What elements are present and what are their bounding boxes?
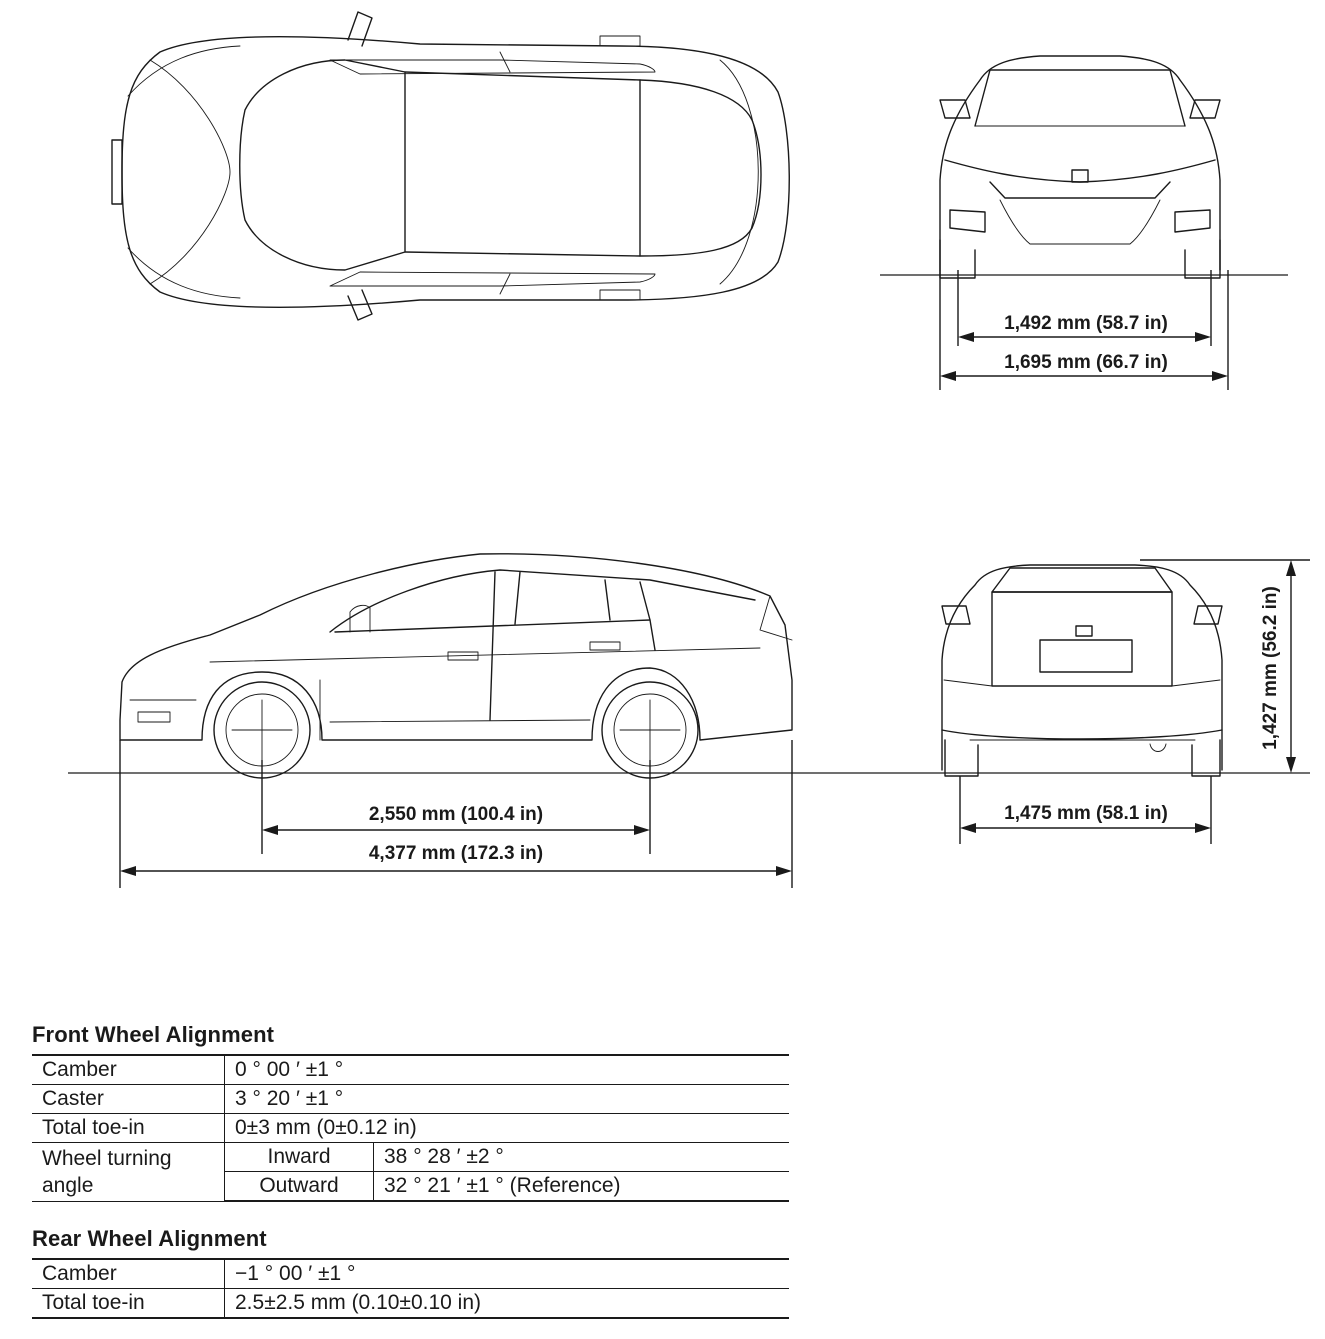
front-camber-value: 0 ° 00 ′ ±1 ° xyxy=(224,1054,789,1085)
table-row: Caster 3 ° 20 ′ ±1 ° xyxy=(32,1084,789,1114)
front-caster-value: 3 ° 20 ′ ±1 ° xyxy=(224,1084,789,1114)
wheelbase-label: 2,550 mm (100.4 in) xyxy=(369,804,543,825)
front-view-car xyxy=(939,55,1221,279)
table-row: Total toe-in 2.5±2.5 mm (0.10±0.10 in) xyxy=(32,1288,789,1319)
rear-toe-label: Total toe-in xyxy=(32,1288,225,1319)
outward-value: 32 ° 21 ′ ±1 ° (Reference) xyxy=(373,1171,789,1202)
rear-camber-value: −1 ° 00 ′ ±1 ° xyxy=(224,1258,789,1289)
rear-toe-value: 2.5±2.5 mm (0.10±0.10 in) xyxy=(224,1288,789,1319)
front-tread-dimension: 1,492 mm (58.7 in) xyxy=(957,270,1212,346)
top-view-car xyxy=(111,11,790,321)
rear-tread-dimension: 1,475 mm (58.1 in) xyxy=(959,776,1212,844)
side-view-car xyxy=(119,553,793,779)
table-row: Camber 0 ° 00 ′ ±1 ° xyxy=(32,1054,789,1085)
wheelbase-dimension: 2,550 mm (100.4 in) xyxy=(261,760,651,854)
overall-length-label: 4,377 mm (172.3 in) xyxy=(369,843,543,864)
outward-label: Outward xyxy=(224,1171,374,1202)
table-row: Wheel turning angle Inward 38 ° 28 ′ ±2 … xyxy=(32,1142,789,1202)
rear-camber-label: Camber xyxy=(32,1258,225,1289)
overall-height-dimension: 1,427 mm (56.2 in) xyxy=(1140,559,1310,773)
vehicle-dimension-drawing: 1,492 mm (58.7 in) 1,695 mm (66.7 in) 2,… xyxy=(68,11,1310,888)
front-wheel-alignment-section: Front Wheel Alignment Camber 0 ° 00 ′ ±1… xyxy=(32,1022,789,1202)
overall-width-dimension: 1,695 mm (66.7 in) xyxy=(939,270,1229,390)
overall-height-label: 1,427 mm (56.2 in) xyxy=(1260,586,1281,750)
inward-label: Inward xyxy=(224,1142,374,1172)
wheel-turning-angle-label: Wheel turning angle xyxy=(32,1142,225,1202)
front-camber-label: Camber xyxy=(32,1054,225,1085)
overall-length-dimension: 4,377 mm (172.3 in) xyxy=(119,740,793,888)
inward-value: 38 ° 28 ′ ±2 ° xyxy=(373,1142,789,1172)
front-caster-label: Caster xyxy=(32,1084,225,1114)
overall-width-label: 1,695 mm (66.7 in) xyxy=(1004,352,1168,373)
rear-tread-label: 1,475 mm (58.1 in) xyxy=(1004,803,1168,824)
front-tread-label: 1,492 mm (58.7 in) xyxy=(1004,313,1168,334)
front-wheel-alignment-title: Front Wheel Alignment xyxy=(32,1022,275,1047)
rear-wheel-alignment-table: Camber −1 ° 00 ′ ±1 ° Total toe-in 2.5±2… xyxy=(32,1258,789,1319)
rear-wheel-alignment-section: Rear Wheel Alignment Camber −1 ° 00 ′ ±1… xyxy=(32,1226,789,1319)
front-toe-label: Total toe-in xyxy=(32,1113,225,1143)
rear-wheel-alignment-title: Rear Wheel Alignment xyxy=(32,1226,267,1251)
table-row: Camber −1 ° 00 ′ ±1 ° xyxy=(32,1258,789,1289)
table-row: Total toe-in 0±3 mm (0±0.12 in) xyxy=(32,1113,789,1143)
rear-view-car xyxy=(941,564,1223,777)
front-wheel-alignment-table: Camber 0 ° 00 ′ ±1 ° Caster 3 ° 20 ′ ±1 … xyxy=(32,1054,789,1202)
front-toe-value: 0±3 mm (0±0.12 in) xyxy=(224,1113,789,1143)
table-row: Outward 32 ° 21 ′ ±1 ° (Reference) xyxy=(32,1171,789,1202)
